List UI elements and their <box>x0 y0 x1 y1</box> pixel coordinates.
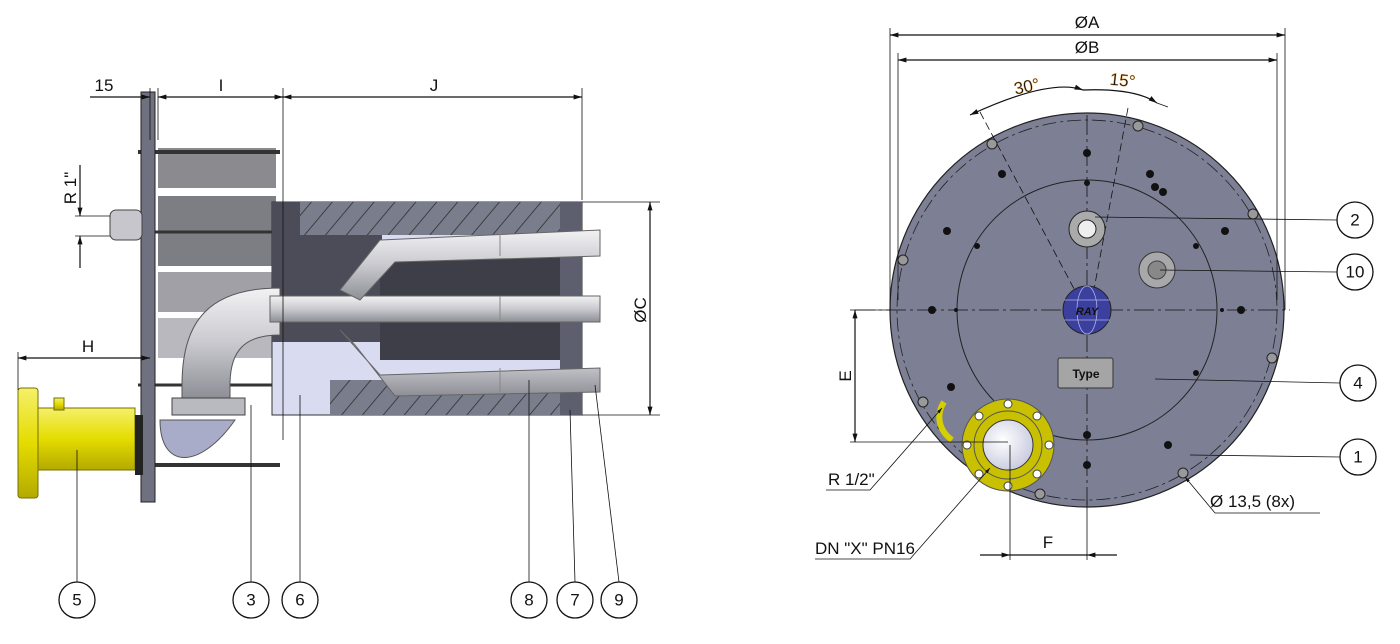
side-view: 15 I J H R 1" ØC 5 3 6 <box>17 76 660 619</box>
gas-inlet-flange <box>936 398 1055 492</box>
gas-inlet-connector <box>17 387 143 499</box>
dim-j: J <box>430 76 439 95</box>
svg-text:9: 9 <box>614 591 623 610</box>
front-dimensions: ØA ØB 30° 15° E F R 1/2" DN "X" PN16 Ø 1… <box>815 13 1320 560</box>
front-callouts: 2 10 4 1 <box>1094 201 1377 476</box>
dim-15: 15 <box>95 76 114 95</box>
callout-9: 9 <box>600 581 638 619</box>
front-view: RAY Type ØA ØB <box>815 13 1377 560</box>
dim-i: I <box>219 76 224 95</box>
mounting-plate <box>140 91 156 503</box>
dim-dia-b: ØB <box>1075 38 1100 57</box>
dim-e: E <box>836 370 855 381</box>
svg-text:2: 2 <box>1350 211 1359 230</box>
svg-text:6: 6 <box>295 591 304 610</box>
dim-f: F <box>1043 533 1053 552</box>
svg-text:5: 5 <box>72 591 81 610</box>
pipe-flange <box>171 397 246 416</box>
svg-text:1: 1 <box>1353 448 1362 467</box>
callout-4: 4 <box>1339 364 1377 402</box>
dim-dia-c: ØC <box>631 297 650 323</box>
svg-text:4: 4 <box>1353 374 1362 393</box>
callout-1: 1 <box>1339 438 1377 476</box>
svg-text:7: 7 <box>570 591 579 610</box>
globe-logo: RAY <box>1062 285 1112 335</box>
small-holes <box>928 149 1245 469</box>
callout-7: 7 <box>556 581 594 619</box>
svg-text:8: 8 <box>524 591 533 610</box>
angle-15: 15° <box>1109 70 1137 92</box>
angle-30: 30° <box>1012 75 1041 99</box>
label-holes: Ø 13,5 (8x) <box>1210 492 1295 511</box>
label-r-half: R 1/2" <box>828 470 875 489</box>
callout-5: 5 <box>58 581 96 619</box>
svg-text:10: 10 <box>1346 263 1365 282</box>
lower-elbow <box>159 419 236 458</box>
callout-10: 10 <box>1336 253 1374 291</box>
callout-3: 3 <box>232 581 270 619</box>
dim-h: H <box>82 337 94 356</box>
burner-pipes <box>269 229 601 397</box>
callout-8: 8 <box>510 581 548 619</box>
svg-text:3: 3 <box>246 591 255 610</box>
callout-2: 2 <box>1336 201 1374 239</box>
dim-r1: R 1" <box>61 172 80 205</box>
logo-text: RAY <box>1076 306 1100 318</box>
inlet-elbow-pipe <box>181 287 281 399</box>
type-plate: Type <box>1057 357 1114 389</box>
label-dn-pn16: DN "X" PN16 <box>815 539 915 558</box>
dim-dia-a: ØA <box>1075 13 1100 32</box>
callout-6: 6 <box>281 581 319 619</box>
bolt-holes <box>897 120 1278 500</box>
svg-text:Type: Type <box>1072 367 1099 381</box>
r1-nipple <box>109 209 143 241</box>
side-dimensions: 15 I J H R 1" ØC <box>17 76 660 440</box>
fitting-2 <box>1068 210 1106 248</box>
side-callouts: 5 3 6 8 7 9 <box>58 380 638 619</box>
